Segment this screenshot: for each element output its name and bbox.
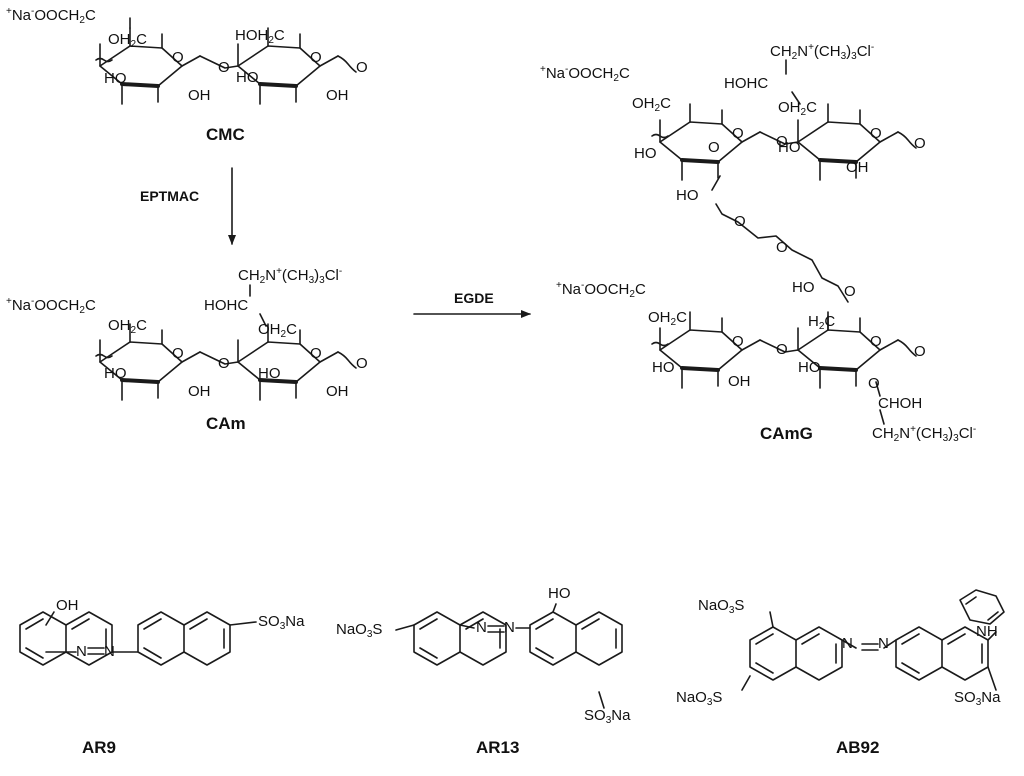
ab92-naO3s-1: NaO3S: [698, 597, 745, 616]
ab92-label: AB92: [836, 738, 880, 757]
camg-ring-sub-o: O: [708, 139, 720, 156]
camg-oh2c-2: OH2C: [778, 99, 817, 118]
cmc-terminal-o: O: [356, 59, 368, 76]
camg-carboxymethyl-top: +Na-OOCH2C: [540, 64, 630, 84]
cam-ring-o-1: O: [172, 345, 184, 362]
cmc-carboxymethyl: +Na-OOCH2C: [6, 6, 96, 26]
camg-oh-2: OH: [728, 373, 751, 390]
cam-label: CAm: [206, 414, 246, 433]
camg-chain-o-2: O: [776, 239, 788, 256]
cam-hohc: HOHC: [204, 297, 249, 314]
cmc-label: CMC: [206, 125, 245, 144]
camg-terminal-o-2: O: [914, 343, 926, 360]
ar13-azo-n-1: N: [476, 619, 487, 636]
camg-ho-4: HO: [798, 359, 821, 376]
camg-carboxymethyl-bottom: +Na-OOCH2C: [556, 280, 646, 300]
ar9-azo-n-2: N: [104, 643, 115, 660]
camg-ring-o-2: O: [870, 125, 882, 142]
camg-oh-1: OH: [846, 159, 869, 176]
cmc-oh-2: OH: [326, 87, 349, 104]
ab92-azo-n-2: N: [878, 635, 889, 652]
camg-glycosidic-o-1: O: [776, 133, 788, 150]
reagent-eptmac: EPTMAC: [140, 188, 200, 204]
cmc-oh-1: OH: [188, 87, 211, 104]
cam-oh-1: OH: [188, 383, 211, 400]
camg-terminal-o-1: O: [914, 135, 926, 152]
cam-terminal-o: O: [356, 355, 368, 372]
cam-oh2c-2: OH2C: [258, 321, 297, 340]
ar9-so3na: SO3Na: [258, 613, 305, 632]
cam-ho-1: HO: [104, 365, 127, 382]
camg-trimethylammonium-top: CH2N+(CH3)3Cl-: [770, 42, 875, 62]
camg-glycosidic-o-2: O: [776, 341, 788, 358]
cmc-glycosidic-o: O: [218, 59, 230, 76]
cam-oh-2: OH: [326, 383, 349, 400]
cam-carboxymethyl: +Na-OOCH2C: [6, 296, 96, 316]
camg-ring-o-3: O: [732, 333, 744, 350]
cmc-hoh2c: HOH2C: [235, 27, 285, 46]
camg-oh2c-3: OH2C: [648, 309, 687, 328]
camg-chain-ho-1: HO: [676, 187, 699, 204]
ar13-azo-n-2: N: [504, 619, 515, 636]
cam-structure: [95, 284, 357, 402]
ab92-structure: [741, 589, 1005, 691]
ar13-so3na: SO3Na: [584, 707, 631, 726]
camg-chain-ho-2: HO: [792, 279, 815, 296]
cam-ho-2: HO: [258, 365, 281, 382]
cam-trimethylammonium: CH2N+(CH3)3Cl-: [238, 266, 343, 286]
camg-chain-o-1: O: [734, 213, 746, 230]
camg-ring-sub-o-2: O: [868, 375, 880, 392]
ab92-nh: NH: [976, 623, 998, 640]
ar9-structure: [19, 611, 257, 666]
cam-ring-o-2: O: [310, 345, 322, 362]
camg-structure: [651, 59, 917, 425]
ab92-naO3s-2: NaO3S: [676, 689, 723, 708]
camg-oh2c-1: OH2C: [632, 95, 671, 114]
ar9-azo-n-1: N: [76, 643, 87, 660]
cmc-ho-2: HO: [236, 69, 259, 86]
reagent-egde: EGDE: [454, 290, 494, 306]
cmc-ring-o-2: O: [310, 49, 322, 66]
camg-label: CAmG: [760, 424, 813, 443]
camg-trimethylammonium-bottom: CH2N+(CH3)3Cl-: [872, 424, 977, 444]
camg-h2c: H2C: [808, 313, 836, 332]
ar13-ho: HO: [548, 585, 571, 602]
cam-glycosidic-o: O: [218, 355, 230, 372]
camg-hohc: HOHC: [724, 75, 769, 92]
camg-ho-3: HO: [652, 359, 675, 376]
camg-chain-o-3: O: [844, 283, 856, 300]
ab92-azo-n-1: N: [842, 635, 853, 652]
cmc-oh2c-1: OH2C: [108, 31, 147, 50]
camg-ring-o-4: O: [870, 333, 882, 350]
cmc-ring-o-1: O: [172, 49, 184, 66]
camg-ring-o-1: O: [732, 125, 744, 142]
ar9-label: AR9: [82, 738, 117, 757]
cmc-structure: [95, 17, 357, 106]
camg-choh: CHOH: [878, 395, 923, 412]
ar13-structure: [395, 603, 623, 709]
ar9-oh: OH: [56, 597, 79, 614]
ar13-naO3s: NaO3S: [336, 621, 383, 640]
ab92-so3na: SO3Na: [954, 689, 1001, 708]
cam-oh2c-1: OH2C: [108, 317, 147, 336]
cmc-ho-1: HO: [104, 70, 127, 87]
camg-ho-2: HO: [778, 139, 801, 156]
ar13-label: AR13: [476, 738, 520, 757]
camg-ho-1: HO: [634, 145, 657, 162]
